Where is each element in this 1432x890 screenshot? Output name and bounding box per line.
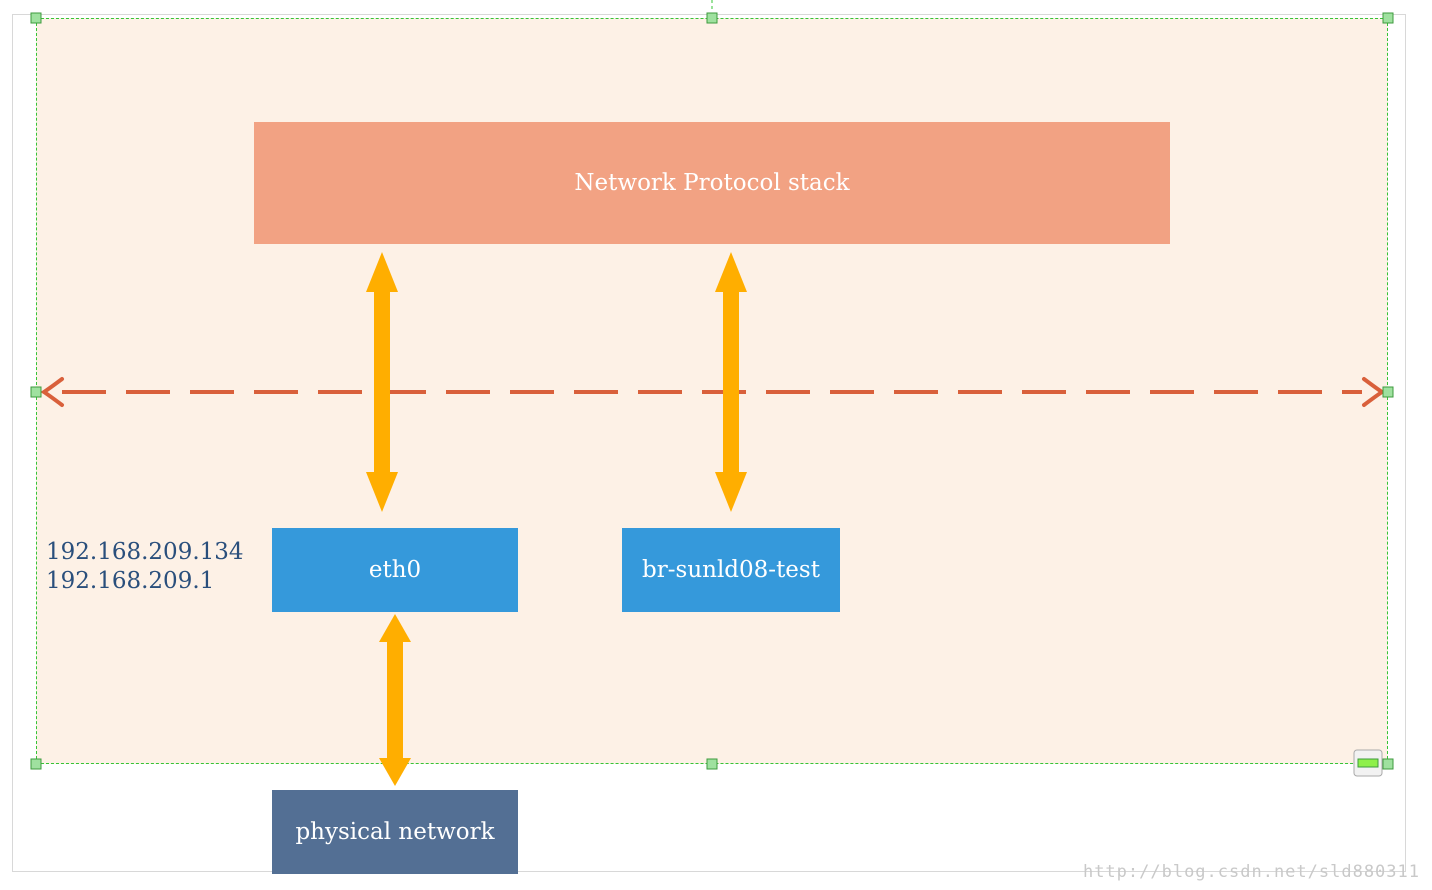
physical-network-label: physical network [295,819,495,845]
eth0-physical-double-arrow[interactable] [379,614,411,786]
bridge-label: br-sunld08-test [642,557,820,583]
resize-handle-top-left[interactable] [30,12,42,24]
ip-address-primary: 192.168.209.134 [46,539,244,565]
physical-network-box[interactable]: physical network [272,790,518,874]
resize-handle-top-right[interactable] [1382,12,1394,24]
collapse-toggle-icon[interactable] [1353,749,1383,777]
ip-address-secondary: 192.168.209.1 [46,568,215,594]
resize-handle-top-center[interactable] [706,12,718,24]
stack-eth0-double-arrow[interactable] [366,252,398,512]
kernel-user-divider-arrow[interactable] [40,377,1386,407]
selection-handles[interactable] [30,0,1394,770]
resize-handle-bottom-right[interactable] [1382,758,1394,770]
resize-handle-middle-left[interactable] [30,386,42,398]
network-protocol-stack-label: Network Protocol stack [574,170,850,196]
resize-handle-bottom-center[interactable] [706,758,718,770]
watermark-url: http://blog.csdn.net/sld880311 [1082,862,1420,882]
resize-handle-bottom-left[interactable] [30,758,42,770]
eth0-interface-box[interactable]: eth0 [272,528,518,612]
network-protocol-stack-box[interactable]: Network Protocol stack [254,122,1170,244]
eth0-label: eth0 [368,557,422,583]
stack-bridge-double-arrow[interactable] [715,252,747,512]
bridge-interface-box[interactable]: br-sunld08-test [622,528,840,612]
resize-handle-middle-right[interactable] [1382,386,1394,398]
